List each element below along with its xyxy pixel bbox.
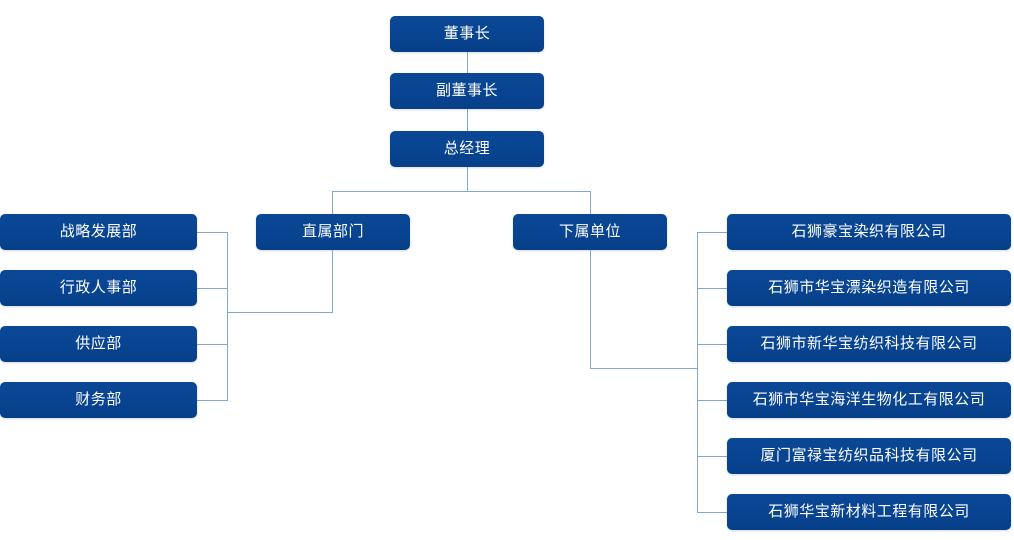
connector-vice-to-gm — [467, 109, 468, 131]
node-huabao-new-materials[interactable]: 石狮华宝新材料工程有限公司 — [727, 494, 1011, 530]
connector-subsidiary-stub-6 — [697, 512, 728, 513]
node-general-manager[interactable]: 总经理 — [390, 131, 544, 167]
node-finance[interactable]: 财务部 — [0, 382, 197, 418]
connector-subsidiary-stub-3 — [697, 344, 728, 345]
connector-departments-bus — [227, 232, 228, 401]
connector-department-stub-4 — [197, 400, 228, 401]
connector-branch-bus — [332, 191, 591, 192]
node-strategy-development[interactable]: 战略发展部 — [0, 214, 197, 250]
node-huabao-bleach-weave[interactable]: 石狮市华宝漂染织造有限公司 — [727, 270, 1011, 306]
node-xinhuabao-textile[interactable]: 石狮市新华宝纺织科技有限公司 — [727, 326, 1011, 362]
connector-subsidiary-stub-4 — [697, 400, 728, 401]
node-supply[interactable]: 供应部 — [0, 326, 197, 362]
node-direct-departments[interactable]: 直属部门 — [256, 214, 410, 250]
node-fulubao-textile[interactable]: 厦门富禄宝纺织品科技有限公司 — [727, 438, 1011, 474]
connector-subsidiary-stub-2 — [697, 288, 728, 289]
connector-subsidiary-stub-5 — [697, 456, 728, 457]
node-chairman[interactable]: 董事长 — [390, 16, 544, 52]
connector-bus-to-direct-departments — [332, 191, 333, 214]
connector-bus-to-subordinate-units — [590, 191, 591, 214]
connector-subsidiaries-bus — [697, 232, 698, 513]
node-huabao-marine-chem[interactable]: 石狮市华宝海洋生物化工有限公司 — [727, 382, 1011, 418]
connector-direct-departments-feeder — [227, 312, 333, 313]
node-haobao-dyeing[interactable]: 石狮豪宝染织有限公司 — [727, 214, 1011, 250]
connector-department-stub-2 — [197, 288, 228, 289]
connector-chairman-to-vice — [467, 52, 468, 73]
node-subordinate-units[interactable]: 下属单位 — [513, 214, 667, 250]
node-administration-hr[interactable]: 行政人事部 — [0, 270, 197, 306]
connector-direct-departments-drop — [332, 250, 333, 313]
connector-subordinate-units-feeder — [590, 368, 698, 369]
connector-subsidiary-stub-1 — [697, 232, 728, 233]
connector-gm-stem — [467, 167, 468, 192]
connector-department-stub-1 — [197, 232, 228, 233]
connector-department-stub-3 — [197, 344, 228, 345]
connector-subordinate-units-drop — [590, 250, 591, 369]
node-vice-chairman[interactable]: 副董事长 — [390, 73, 544, 109]
